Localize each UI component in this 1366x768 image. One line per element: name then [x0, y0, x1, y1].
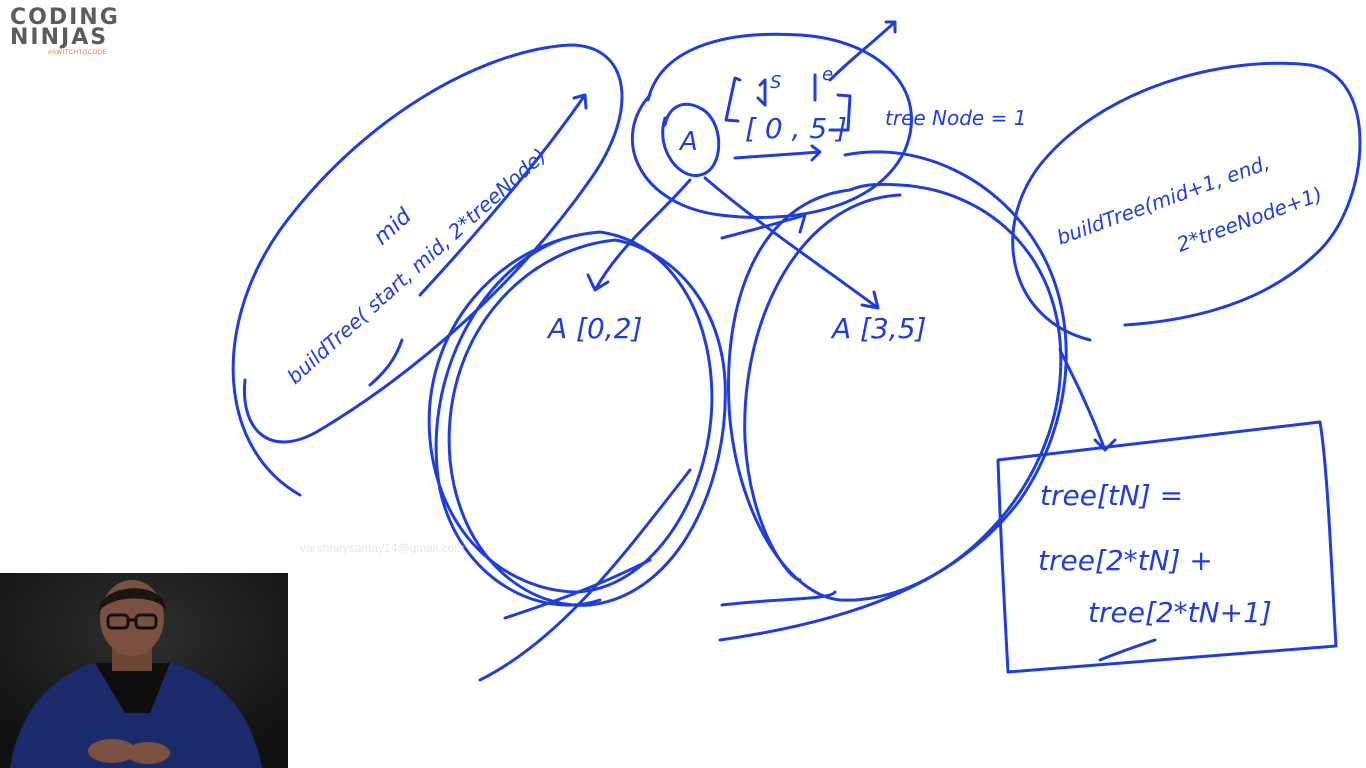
root-start-marker: S: [770, 72, 781, 93]
formula-line2: tree[2*tN] +: [1038, 544, 1213, 577]
right-note: buildTree(mid+1, end, 2*treeNode+1): [1011, 61, 1362, 342]
left-note-mid: mid: [369, 203, 417, 250]
coding-ninjas-logo: CODING NINJAS #SWITCHTOCODE: [10, 5, 120, 57]
logo-line-2: NINJAS: [10, 25, 109, 50]
right-child-subtree: A [3,5]: [718, 150, 1117, 642]
root-end-marker: e: [822, 64, 833, 85]
left-note: mid buildTree( start, mid, 2*treeNode): [231, 43, 624, 497]
presenter-webcam: [0, 573, 288, 768]
root-range-label: [ 0 , 5 ]: [745, 112, 847, 145]
logo-tagline: #SWITCHTOCODE: [48, 50, 108, 56]
right-child-label: A [3,5]: [830, 312, 926, 345]
formula-box: tree[tN] = tree[2*tN] + tree[2*tN+1]: [996, 420, 1338, 674]
email-watermark: varshneysamay14@gmail.com: [300, 541, 465, 555]
presenter-video-icon: [0, 573, 288, 768]
tree-edges: [586, 176, 880, 310]
left-child-subtree: A [0,2]: [427, 230, 727, 682]
logo-line-1: CODING: [10, 5, 120, 30]
root-array-label: A: [678, 127, 698, 157]
formula-line1: tree[tN] =: [1040, 479, 1183, 512]
root-node: A [ 0 , 5 ] S e tree Node = 1: [631, 20, 1026, 219]
formula-line3: tree[2*tN+1]: [1088, 596, 1272, 629]
tree-node-label: tree Node = 1: [885, 106, 1026, 130]
left-child-label: A [0,2]: [546, 312, 642, 345]
